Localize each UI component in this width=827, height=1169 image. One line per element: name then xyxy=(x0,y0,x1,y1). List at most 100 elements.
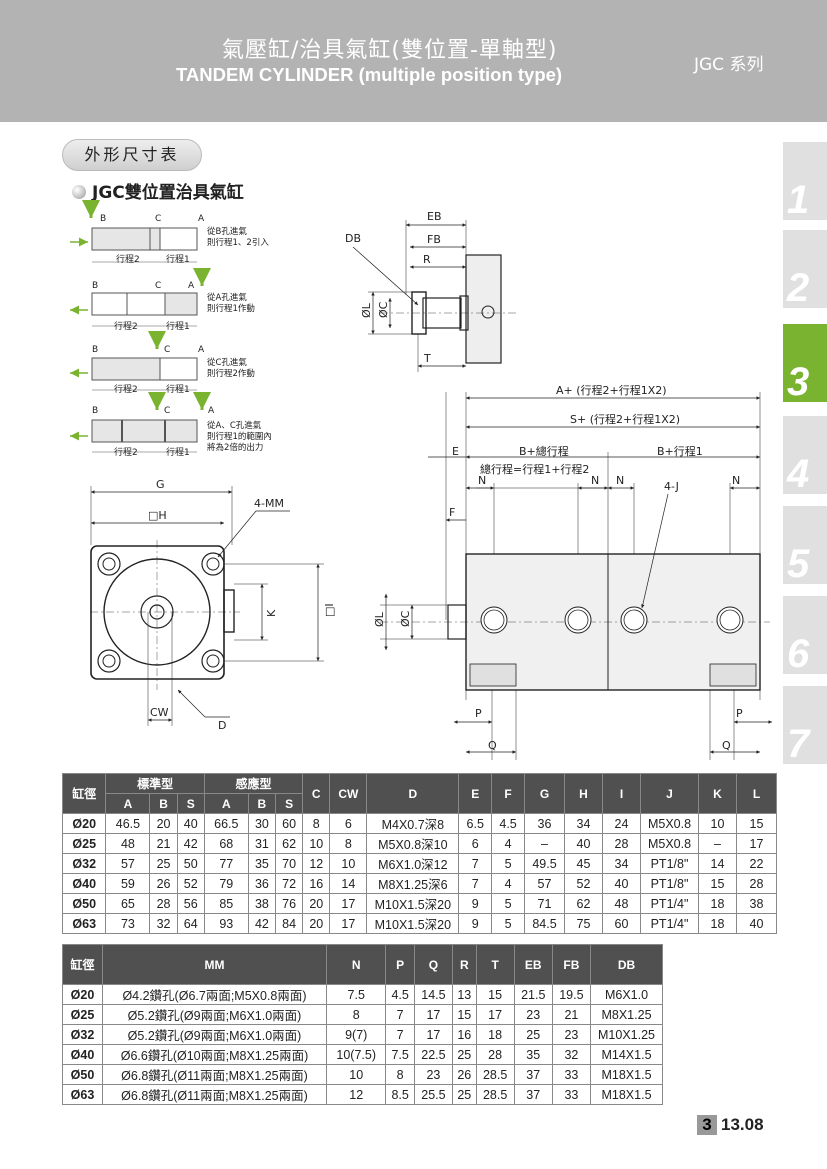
svg-text:B: B xyxy=(100,214,106,224)
table-cell: – xyxy=(698,833,737,854)
svg-text:則行程2作動: 則行程2作動 xyxy=(207,368,255,379)
table-cell: PT1/4" xyxy=(640,913,699,934)
table-cell: 16 xyxy=(302,873,331,894)
rod-end-drawing xyxy=(352,220,518,372)
svg-text:C: C xyxy=(164,406,170,416)
front-view-drawing xyxy=(90,486,324,726)
table-cell: 7 xyxy=(385,1004,415,1025)
table-cell: 37 xyxy=(513,1084,553,1105)
svg-text:行程2: 行程2 xyxy=(116,253,140,265)
table-cell: 64 xyxy=(176,913,205,934)
table-cell: 57 xyxy=(105,853,151,874)
t2-head-col: R xyxy=(451,944,477,985)
svg-text:D: D xyxy=(218,719,226,732)
table-cell: 18 xyxy=(475,1024,515,1045)
t2-head-col: N xyxy=(325,944,387,985)
table-cell: Ø50 xyxy=(62,1064,103,1085)
table-cell: Ø63 xyxy=(62,1084,103,1105)
table-cell: 32 xyxy=(551,1044,592,1065)
front-view-labels: G □H 4-MM K □I CW D xyxy=(148,478,336,732)
table-cell: 17 xyxy=(329,913,368,934)
chapter-tab-5[interactable]: 5 xyxy=(783,506,827,584)
dimension-table-1: 缸徑 標準型 感應型 C CW D E F G H I J K L A B S … xyxy=(61,773,777,934)
table-cell: 15 xyxy=(698,873,737,894)
header-title-zh: 氣壓缸/治具氣缸(雙位置-單軸型) xyxy=(222,38,558,63)
table-cell: 71 xyxy=(524,893,565,914)
svg-text:C: C xyxy=(164,345,170,355)
table-cell: 8 xyxy=(325,1004,387,1025)
t1-head-col: I xyxy=(602,773,641,814)
t2-head-col: 缸徑 xyxy=(62,944,103,985)
t2-head-col: FB xyxy=(551,944,592,985)
svg-text:ØC: ØC xyxy=(399,610,412,627)
table-cell: 30 xyxy=(247,813,276,834)
table-cell: 49.5 xyxy=(524,853,565,874)
table-cell: Ø4.2鑽孔(Ø6.7兩面;M5X0.8兩面) xyxy=(102,984,327,1005)
table-cell: 17 xyxy=(413,1024,453,1045)
header-series: JGC 系列 xyxy=(694,55,764,75)
header-title-en: TANDEM CYLINDER (multiple position type) xyxy=(176,64,563,85)
table-cell: 68 xyxy=(203,833,249,854)
t1-head-col: CW xyxy=(329,773,368,814)
table-cell: 13 xyxy=(451,984,477,1005)
table-cell: 75 xyxy=(564,913,603,934)
table-cell: 8 xyxy=(329,833,368,854)
t1-head-col: G xyxy=(524,773,565,814)
section-subtitle: JGC雙位置治具氣缸 xyxy=(72,178,244,203)
svg-text:行程2: 行程2 xyxy=(114,383,138,395)
svg-text:從A孔進氣: 從A孔進氣 xyxy=(207,292,247,303)
table-cell: Ø40 xyxy=(61,873,107,894)
table-cell: 40 xyxy=(602,873,641,894)
table-cell: 17 xyxy=(329,893,368,914)
table-cell: 45 xyxy=(564,853,603,874)
table-cell: 60 xyxy=(602,913,641,934)
table-cell: 6.5 xyxy=(458,813,493,834)
table-cell: 17 xyxy=(736,833,777,854)
table-cell: 36 xyxy=(524,813,565,834)
svg-text:C: C xyxy=(155,281,161,291)
svg-text:DB: DB xyxy=(345,232,361,245)
table-cell: 12 xyxy=(325,1084,387,1105)
table-cell: 23 xyxy=(413,1064,453,1085)
chapter-tab-6[interactable]: 6 xyxy=(783,596,827,674)
table-cell: 20 xyxy=(302,913,331,934)
table-cell: 14.5 xyxy=(413,984,453,1005)
table-cell: Ø63 xyxy=(61,913,107,934)
table-cell: 17 xyxy=(413,1004,453,1025)
svg-text:K: K xyxy=(265,609,278,617)
t1-subhead: B xyxy=(149,793,178,814)
t1-head-col: H xyxy=(564,773,603,814)
table-cell: 65 xyxy=(105,893,151,914)
table-cell: 7 xyxy=(458,873,493,894)
chapter-tab-7[interactable]: 7 xyxy=(783,686,827,764)
svg-text:A+ (行程2+行程1X2): A+ (行程2+行程1X2) xyxy=(556,384,667,397)
page-header: 氣壓缸/治具氣缸(雙位置-單軸型) TANDEM CYLINDER (multi… xyxy=(0,0,827,122)
table-cell: 16 xyxy=(451,1024,477,1045)
table-cell: 5 xyxy=(491,853,525,874)
svg-text:N: N xyxy=(478,474,486,487)
svg-text:將為2倍的出力: 將為2倍的出力 xyxy=(207,442,263,453)
table-cell: 52 xyxy=(564,873,603,894)
table-cell: Ø6.8鑽孔(Ø11兩面;M8X1.25兩面) xyxy=(102,1084,327,1105)
svg-text:A: A xyxy=(198,345,205,355)
t1-subhead: A xyxy=(105,793,151,814)
table-cell: 36 xyxy=(247,873,276,894)
chapter-tab-1[interactable]: 1 xyxy=(783,142,827,220)
chapter-tab-2[interactable]: 2 xyxy=(783,230,827,308)
chapter-tab-3[interactable]: 3 xyxy=(783,324,827,402)
svg-text:則行程1、2引入: 則行程1、2引入 xyxy=(207,237,269,248)
chapter-tab-4[interactable]: 4 xyxy=(783,416,827,494)
table-cell: 28 xyxy=(475,1044,515,1065)
svg-text:A: A xyxy=(198,214,205,224)
table-cell: 38 xyxy=(736,893,777,914)
table-cell: Ø20 xyxy=(61,813,107,834)
t1-subhead: S xyxy=(274,793,304,814)
svg-text:ØL: ØL xyxy=(360,302,373,318)
t2-head-col: Q xyxy=(413,944,453,985)
table-cell: 42 xyxy=(176,833,205,854)
